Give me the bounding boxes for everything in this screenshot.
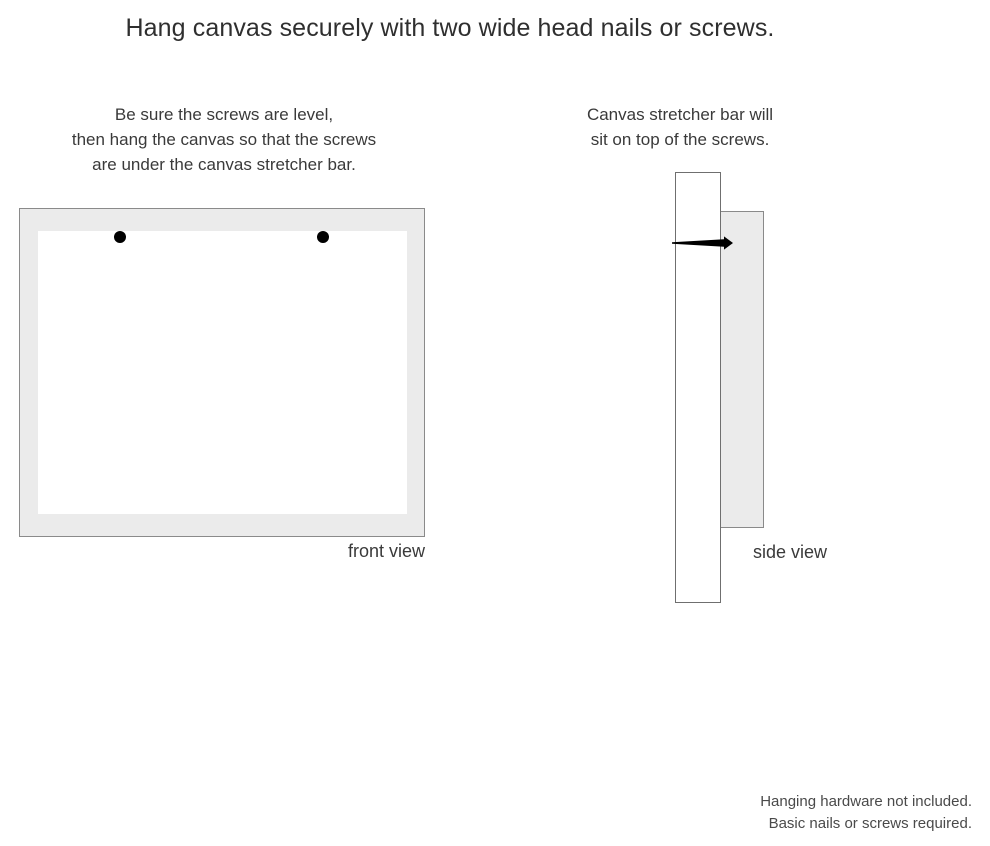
- canvas-face: [38, 231, 407, 514]
- screw-head-right-icon: [317, 231, 329, 243]
- nail-icon: [672, 236, 733, 250]
- front-view-diagram: [19, 208, 425, 537]
- footer-line-1: Hanging hardware not included.: [760, 793, 972, 810]
- front-caption-line-2: then hang the canvas so that the screws: [71, 130, 377, 149]
- front-view-label: front view: [347, 541, 425, 561]
- screw-head-left-icon: [114, 231, 126, 243]
- page-title: Hang canvas securely with two wide head …: [125, 14, 775, 42]
- side-view-diagram: [672, 172, 795, 603]
- footer-note: Hanging hardware not included. Basic nai…: [552, 791, 972, 835]
- side-caption-line-1: Canvas stretcher bar will: [586, 105, 774, 124]
- front-view-caption: Be sure the screws are level, then hang …: [14, 102, 434, 177]
- side-caption-line-2: sit on top of the screws.: [590, 130, 770, 149]
- front-caption-line-1: Be sure the screws are level,: [114, 105, 334, 124]
- canvas-stretcher-bar-edge: [714, 211, 764, 528]
- footer-line-2: Basic nails or screws required.: [768, 815, 972, 832]
- side-view-caption: Canvas stretcher bar will sit on top of …: [540, 102, 820, 152]
- side-view-label: side view: [752, 542, 828, 562]
- front-caption-line-3: are under the canvas stretcher bar.: [92, 155, 356, 174]
